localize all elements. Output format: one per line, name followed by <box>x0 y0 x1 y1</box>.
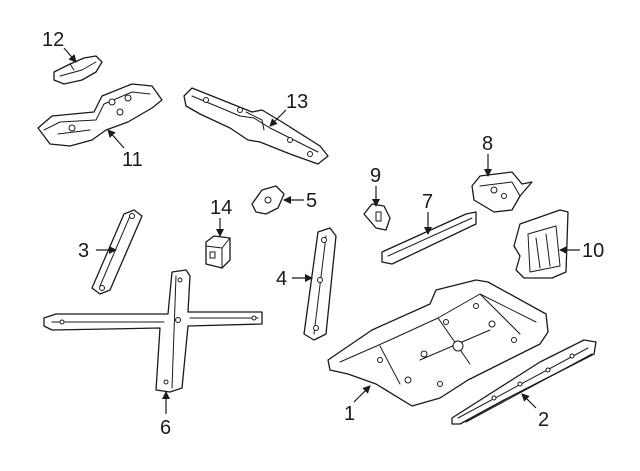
part-5 <box>251 185 285 215</box>
leader-11 <box>107 129 125 149</box>
leader-12 <box>63 47 77 63</box>
callout-12: 12 <box>42 29 64 51</box>
leader-13 <box>269 109 287 127</box>
callout-2: 2 <box>538 409 549 431</box>
callout-1: 1 <box>344 403 355 425</box>
callout-3: 3 <box>78 240 89 262</box>
part-1 <box>327 279 549 407</box>
callout-7: 7 <box>422 191 433 213</box>
part-2 <box>451 339 597 425</box>
callout-5: 5 <box>306 190 317 212</box>
callout-9: 9 <box>370 165 381 187</box>
part-10 <box>513 209 569 279</box>
callout-8: 8 <box>482 133 493 155</box>
callout-10: 10 <box>582 240 604 262</box>
callout-6: 6 <box>160 417 171 439</box>
part-6 <box>43 269 263 393</box>
leader-2 <box>521 393 537 409</box>
part-12 <box>53 55 103 85</box>
callout-13: 13 <box>286 91 308 113</box>
part-4 <box>303 227 337 341</box>
part-3 <box>91 209 143 295</box>
callout-14: 14 <box>210 197 232 219</box>
part-11 <box>37 83 163 147</box>
part-9 <box>363 203 391 231</box>
callout-11: 11 <box>122 149 143 171</box>
callout-4: 4 <box>276 268 287 290</box>
leaders <box>63 47 580 414</box>
part-7 <box>381 211 477 265</box>
callout-labels: 12 11 13 5 14 3 6 4 9 7 8 10 1 2 <box>42 29 604 439</box>
part-8 <box>471 171 533 213</box>
part-14 <box>205 235 231 269</box>
part-13 <box>183 87 329 165</box>
leader-1 <box>353 385 371 403</box>
